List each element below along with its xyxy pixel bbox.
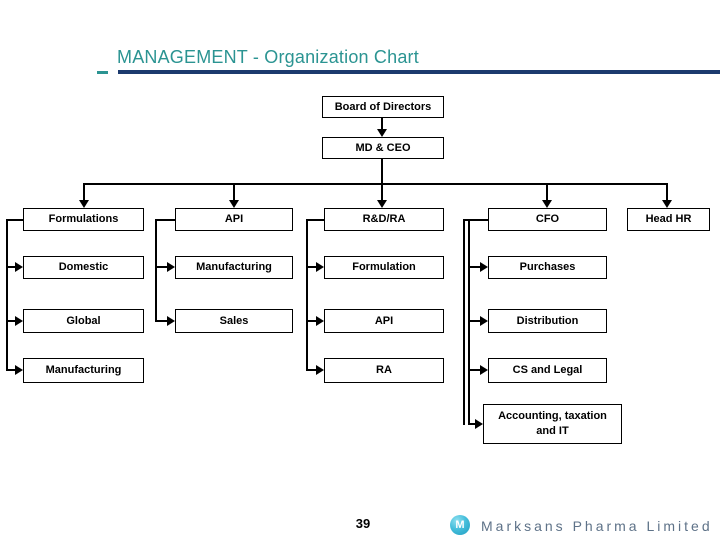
- bracket-col1-link-domestic: [6, 266, 15, 268]
- org-node-purchases: Purchases: [488, 256, 607, 279]
- org-node-distribution: Distribution: [488, 309, 607, 333]
- drop-rd-ra: [381, 183, 383, 201]
- arrow-right-formulation: [316, 262, 324, 272]
- connector-mdceo-to-bar: [381, 159, 383, 184]
- org-node-cfo: CFO: [488, 208, 607, 231]
- arrow-right-cs-legal: [480, 365, 488, 375]
- org-node-rd-ra: R&D/RA: [324, 208, 444, 231]
- brand-name: Marksans Pharma Limited: [481, 518, 713, 534]
- arrow-right-domestic: [15, 262, 23, 272]
- org-node-head-hr: Head HR: [627, 208, 710, 231]
- org-node-formulations-manufacturing: Manufacturing: [23, 358, 144, 383]
- title-accent-dash: [97, 71, 108, 74]
- bracket-col1-link-manufacturing: [6, 369, 15, 371]
- connector-horizontal-bar: [83, 183, 668, 185]
- arrow-right-manufacturing: [15, 365, 23, 375]
- bracket-col2-parent-link: [155, 219, 175, 221]
- bracket-col3-vertical: [306, 219, 308, 371]
- arrow-down-mdceo: [377, 129, 387, 137]
- arrow-right-ra: [316, 365, 324, 375]
- org-node-board-of-directors: Board of Directors: [322, 96, 444, 118]
- bracket-col2-link-sales: [155, 320, 167, 322]
- arrow-down-rd-ra: [377, 200, 387, 208]
- title-underline-rule: [118, 70, 720, 74]
- org-node-cs-and-legal: CS and Legal: [488, 358, 607, 383]
- drop-cfo: [546, 183, 548, 201]
- org-node-domestic: Domestic: [23, 256, 144, 279]
- arrow-down-head-hr: [662, 200, 672, 208]
- bracket-col3-link-formulation: [306, 266, 316, 268]
- marksans-globe-icon: M: [450, 515, 470, 535]
- arrow-right-sales: [167, 316, 175, 326]
- org-node-rd-api: API: [324, 309, 444, 333]
- bracket-col3-link-ra: [306, 369, 316, 371]
- bracket-col2-link-manufacturing: [155, 266, 167, 268]
- org-node-formulations: Formulations: [23, 208, 144, 231]
- org-node-sales: Sales: [175, 309, 293, 333]
- arrow-down-api: [229, 200, 239, 208]
- bracket-col4-link-cs-legal: [468, 369, 480, 371]
- bracket-col4-parent-link: [463, 219, 488, 221]
- drop-api: [233, 183, 235, 201]
- bracket-col4-double-vertical: [463, 219, 470, 425]
- bracket-col4-link-purchases: [468, 266, 480, 268]
- arrow-down-cfo: [542, 200, 552, 208]
- bracket-col3-link-api: [306, 320, 316, 322]
- org-node-global: Global: [23, 309, 144, 333]
- arrow-right-purchases: [480, 262, 488, 272]
- bracket-col1-vertical: [6, 219, 8, 371]
- org-node-api-manufacturing: Manufacturing: [175, 256, 293, 279]
- page-title: MANAGEMENT - Organization Chart: [117, 47, 419, 67]
- arrow-right-api-manufacturing: [167, 262, 175, 272]
- org-node-formulation: Formulation: [324, 256, 444, 279]
- arrow-right-global: [15, 316, 23, 326]
- arrow-right-rd-api: [316, 316, 324, 326]
- org-node-api: API: [175, 208, 293, 231]
- bracket-col4-link-accounting: [468, 423, 475, 425]
- org-node-md-ceo: MD & CEO: [322, 137, 444, 159]
- connector-board-to-mdceo: [381, 117, 383, 130]
- bracket-col4-link-distribution: [468, 320, 480, 322]
- bracket-col2-vertical: [155, 219, 157, 322]
- drop-head-hr: [666, 183, 668, 201]
- drop-formulations: [83, 183, 85, 201]
- org-node-ra: RA: [324, 358, 444, 383]
- arrow-right-distribution: [480, 316, 488, 326]
- logo-letter: M: [455, 519, 465, 531]
- bracket-col1-link-global: [6, 320, 15, 322]
- bracket-col3-parent-link: [306, 219, 324, 221]
- page-number: 39: [355, 516, 371, 531]
- bracket-col1-parent-link: [6, 219, 23, 221]
- arrow-right-accounting: [475, 419, 483, 429]
- arrow-down-formulations: [79, 200, 89, 208]
- org-node-accounting-taxation-it: Accounting, taxation and IT: [483, 404, 622, 444]
